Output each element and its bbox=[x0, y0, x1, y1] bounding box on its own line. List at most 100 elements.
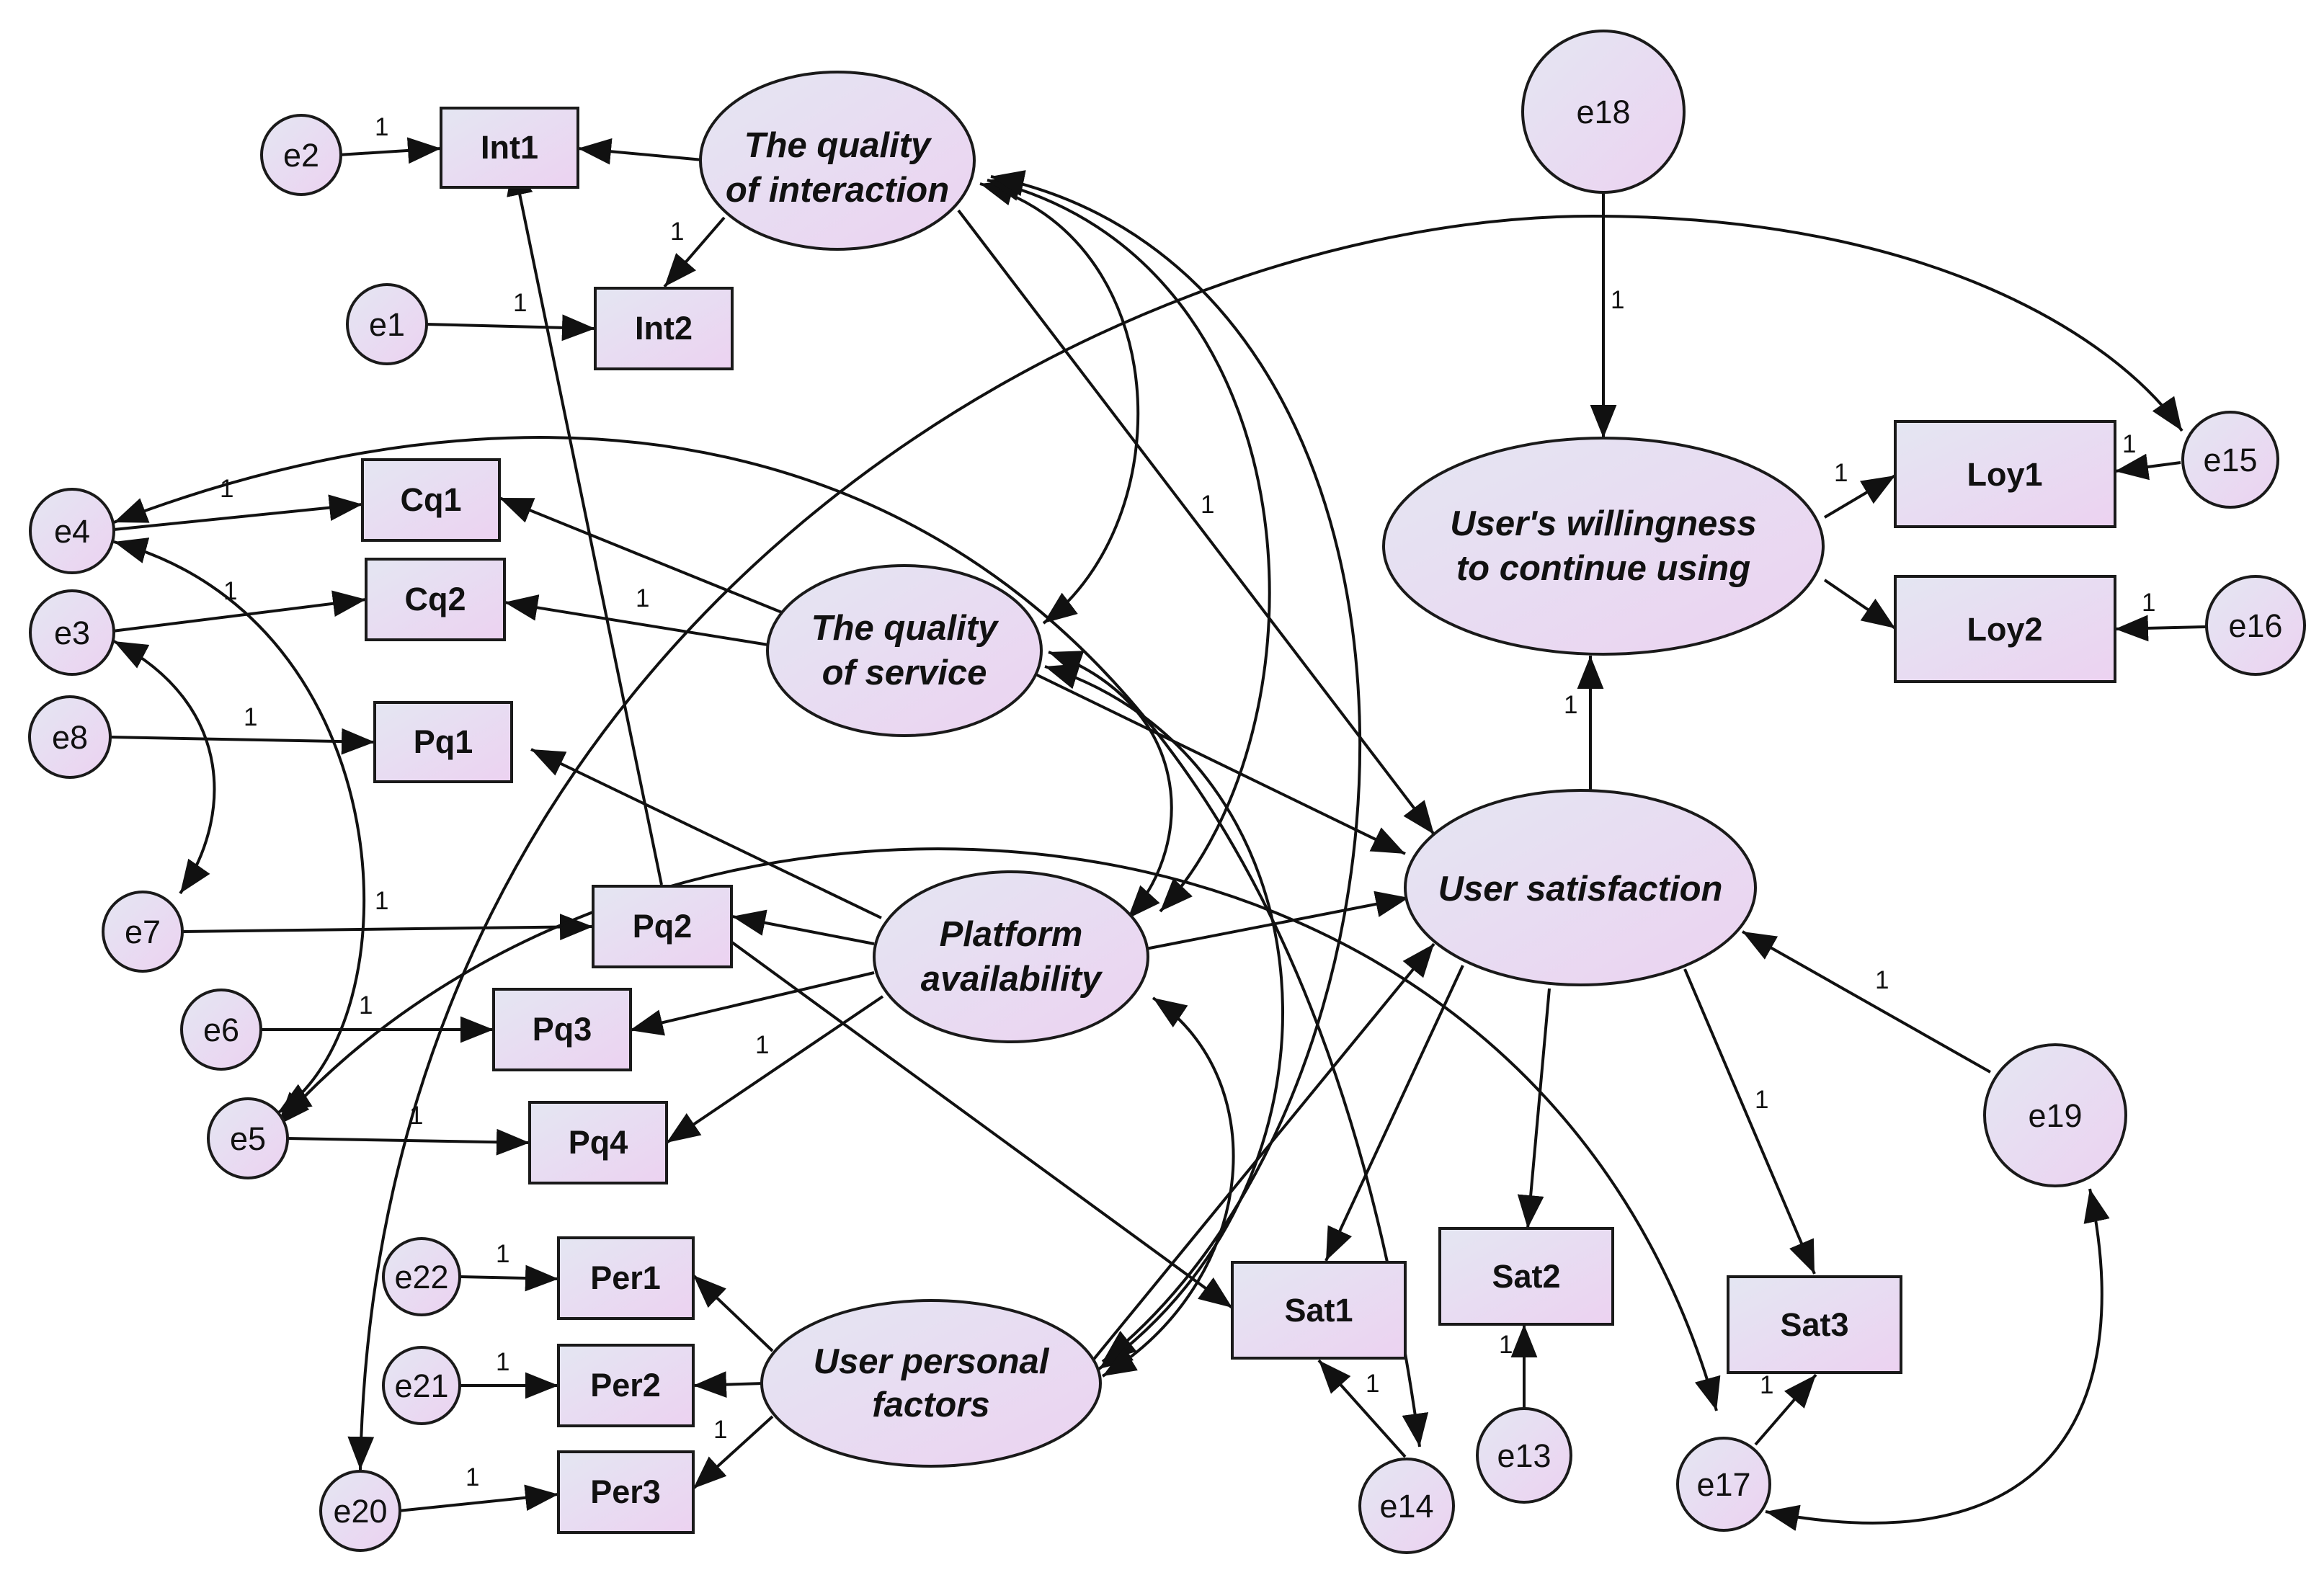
error-e5[interactable]: e5 bbox=[207, 1097, 289, 1179]
observed-sat2[interactable]: Sat2 bbox=[1438, 1227, 1614, 1326]
edge-willingness-loy2 bbox=[1823, 579, 1897, 630]
observed-pq1-label: Pq1 bbox=[414, 723, 473, 760]
error-e18-label: e18 bbox=[1576, 94, 1630, 130]
observed-cq1-label: Cq1 bbox=[400, 481, 461, 518]
observed-per3-label: Per3 bbox=[590, 1473, 661, 1510]
observed-int1[interactable]: Int1 bbox=[440, 107, 579, 189]
error-e8-label: e8 bbox=[52, 719, 88, 756]
observed-sat2-label: Sat2 bbox=[1492, 1258, 1560, 1295]
observed-pq4[interactable]: Pq4 bbox=[528, 1101, 668, 1184]
observed-cq2-label: Cq2 bbox=[404, 581, 466, 617]
edge-e16-loy2 bbox=[2114, 615, 2207, 642]
error-e21-label: e21 bbox=[394, 1367, 448, 1404]
weight-label: 1 bbox=[1366, 1370, 1379, 1398]
error-e13-label: e13 bbox=[1497, 1437, 1551, 1474]
observed-per2-label: Per2 bbox=[590, 1367, 661, 1404]
edge-satisfaction-sat3 bbox=[1683, 968, 1816, 1275]
latent-service[interactable]: The quality of service bbox=[766, 564, 1043, 737]
observed-per1[interactable]: Per1 bbox=[557, 1236, 695, 1320]
latent-platform[interactable]: Platform availability bbox=[873, 870, 1149, 1043]
observed-sat1[interactable]: Sat1 bbox=[1231, 1261, 1407, 1360]
error-e18[interactable]: e18 bbox=[1521, 30, 1686, 194]
error-e17-label: e17 bbox=[1696, 1466, 1750, 1503]
weight-label: 1 bbox=[466, 1463, 479, 1491]
error-e8[interactable]: e8 bbox=[28, 695, 112, 779]
error-e19-label: e19 bbox=[2028, 1097, 2082, 1134]
edge-e1-int2 bbox=[424, 314, 596, 342]
observed-pq2[interactable]: Pq2 bbox=[592, 885, 733, 968]
edge-e19-satisfaction bbox=[1742, 930, 1991, 1074]
weight-label: 1 bbox=[1611, 286, 1624, 314]
latent-willingness[interactable]: User's willingness to continue using bbox=[1382, 437, 1825, 656]
weight-label: 1 bbox=[670, 218, 684, 246]
weight-label: 1 bbox=[755, 1031, 769, 1059]
edge-interaction-satisfaction bbox=[957, 209, 1435, 836]
observed-cq1[interactable]: Cq1 bbox=[361, 458, 501, 542]
edge-e15-loy1 bbox=[2114, 453, 2181, 481]
error-e6[interactable]: e6 bbox=[180, 989, 262, 1071]
observed-sat3[interactable]: Sat3 bbox=[1727, 1275, 1902, 1374]
latent-service-line2: of service bbox=[822, 653, 987, 692]
error-e20-label: e20 bbox=[333, 1493, 387, 1530]
edge-platform-pq3 bbox=[629, 971, 875, 1036]
latent-service-line1: The quality bbox=[811, 609, 1000, 648]
latent-interaction-line1: The quality bbox=[744, 126, 932, 165]
observed-loy1[interactable]: Loy1 bbox=[1894, 420, 2116, 528]
latent-willingness-line2: to continue using bbox=[1456, 549, 1750, 588]
edge-satisfaction-sat2 bbox=[1517, 988, 1551, 1229]
weight-label: 1 bbox=[496, 1348, 509, 1376]
error-e14[interactable]: e14 bbox=[1358, 1458, 1455, 1554]
observed-per3[interactable]: Per3 bbox=[557, 1450, 695, 1534]
observed-cq2[interactable]: Cq2 bbox=[365, 558, 506, 641]
latent-satisfaction[interactable]: User satisfaction bbox=[1404, 789, 1757, 986]
cov-e17-e19 bbox=[1765, 1188, 2110, 1531]
cov-interaction-personal bbox=[990, 170, 1361, 1363]
cov-e20-e15 bbox=[347, 214, 2183, 1471]
weight-label: 1 bbox=[1875, 966, 1889, 994]
error-e3[interactable]: e3 bbox=[29, 589, 115, 676]
error-e13[interactable]: e13 bbox=[1476, 1407, 1572, 1504]
observed-pq3[interactable]: Pq3 bbox=[492, 988, 632, 1071]
error-e21[interactable]: e21 bbox=[382, 1346, 461, 1425]
error-e4[interactable]: e4 bbox=[29, 488, 115, 574]
error-e15[interactable]: e15 bbox=[2181, 411, 2279, 509]
observed-loy1-label: Loy1 bbox=[1967, 456, 2042, 493]
weight-label: 1 bbox=[713, 1416, 727, 1444]
weight-label: 1 bbox=[375, 887, 388, 915]
error-e17[interactable]: e17 bbox=[1676, 1437, 1771, 1532]
edge-e2-int1 bbox=[338, 137, 442, 164]
error-e16[interactable]: e16 bbox=[2205, 575, 2306, 676]
observed-loy2-label: Loy2 bbox=[1967, 611, 2042, 648]
observed-pq1[interactable]: Pq1 bbox=[373, 701, 513, 783]
latent-interaction[interactable]: The quality of interaction bbox=[699, 71, 976, 251]
observed-int2[interactable]: Int2 bbox=[594, 287, 734, 370]
edge-e20-per3 bbox=[398, 1484, 559, 1512]
error-e16-label: e16 bbox=[2228, 607, 2282, 644]
weight-label: 1 bbox=[496, 1240, 509, 1268]
cov-interaction-platform bbox=[987, 174, 1271, 913]
edge-e22-per1 bbox=[459, 1264, 559, 1292]
observed-loy2[interactable]: Loy2 bbox=[1894, 575, 2116, 683]
error-e20[interactable]: e20 bbox=[319, 1470, 401, 1552]
error-e7[interactable]: e7 bbox=[102, 891, 184, 973]
cov-platform-personal bbox=[1101, 996, 1235, 1378]
latent-personal-line2: factors bbox=[872, 1386, 989, 1424]
error-e1[interactable]: e1 bbox=[346, 283, 428, 365]
latent-personal[interactable]: User personal factors bbox=[760, 1299, 1102, 1468]
cov-e4-e14 bbox=[113, 436, 1429, 1447]
weight-label: 1 bbox=[1755, 1086, 1768, 1114]
error-e5-label: e5 bbox=[230, 1120, 266, 1157]
edge-personal-per2 bbox=[693, 1371, 765, 1398]
weight-label: 1 bbox=[1760, 1371, 1773, 1399]
cov-interaction-service bbox=[979, 179, 1140, 625]
observed-sat3-label: Sat3 bbox=[1780, 1306, 1848, 1343]
error-e3-label: e3 bbox=[54, 615, 90, 651]
error-e22[interactable]: e22 bbox=[382, 1237, 461, 1316]
observed-per2[interactable]: Per2 bbox=[557, 1344, 695, 1427]
error-e2[interactable]: e2 bbox=[260, 114, 342, 196]
observed-pq2-label: Pq2 bbox=[633, 908, 693, 945]
latent-satisfaction-label: User satisfaction bbox=[1438, 870, 1723, 909]
error-e1-label: e1 bbox=[369, 306, 405, 343]
edge-e5-pq4 bbox=[286, 1128, 530, 1156]
error-e19[interactable]: e19 bbox=[1983, 1043, 2127, 1187]
